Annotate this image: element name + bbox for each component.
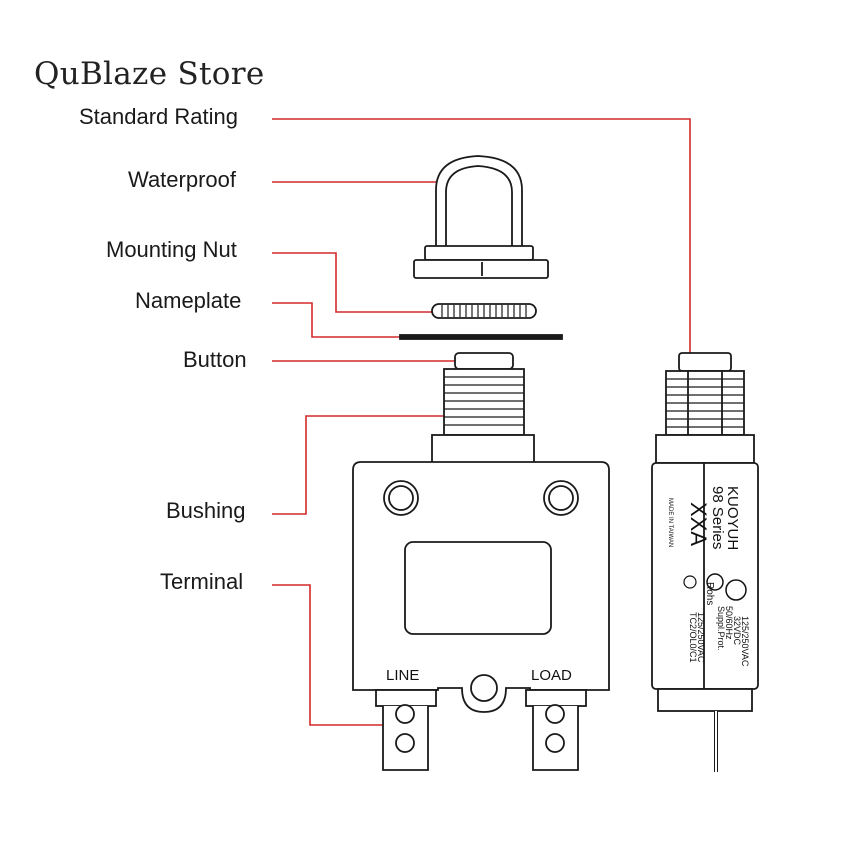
button-top <box>454 352 514 370</box>
ce-mark-icon <box>706 573 724 591</box>
side-spec-5: 125/250VAC <box>696 612 706 663</box>
side-spec-4: Suppl.Prot. <box>716 606 726 651</box>
front-view <box>352 155 610 771</box>
front-load-label: LOAD <box>531 667 572 684</box>
cap-base <box>413 259 549 279</box>
mounting-nut <box>431 303 537 319</box>
label-mounting-nut: Mounting Nut <box>106 237 237 262</box>
side-view <box>651 352 759 772</box>
side-spec-2: 32VDC <box>732 616 742 646</box>
terminal-line <box>375 689 437 771</box>
label-bushing: Bushing <box>166 498 246 523</box>
bushing <box>431 368 535 464</box>
side-bushing <box>655 370 755 464</box>
side-base <box>657 688 753 712</box>
side-made-in: MADE IN TAIWAN <box>667 498 673 547</box>
label-window <box>404 541 552 635</box>
leader-nameplate <box>272 302 404 338</box>
label-standard-rating: Standard Rating <box>79 104 238 129</box>
cap-collar <box>424 245 534 261</box>
waterproof-cap-inner <box>445 165 513 246</box>
side-brand: KUOYUH <box>724 486 741 550</box>
ul-mark-icon <box>683 575 697 589</box>
front-line-label: LINE <box>386 667 419 684</box>
label-terminal: Terminal <box>160 569 244 594</box>
leader-terminal <box>272 584 392 726</box>
label-nameplate: Nameplate <box>135 288 242 313</box>
side-spec-3: 50/60Hz <box>724 606 734 640</box>
side-rohs: Rohs <box>704 582 715 605</box>
side-rating: XXA <box>686 502 711 546</box>
side-spec-1: 125/250VAC <box>740 616 750 667</box>
leader-mounting-nut <box>272 252 436 313</box>
label-button: Button <box>183 347 247 372</box>
store-name: QuBlaze Store <box>34 56 265 92</box>
side-button <box>678 352 732 372</box>
center-screw <box>470 674 498 702</box>
cert-mark-icon <box>725 579 747 601</box>
label-waterproof: Waterproof <box>128 167 237 192</box>
leader-bushing <box>272 415 466 515</box>
terminal-load <box>525 689 587 771</box>
nameplate-plate <box>399 334 563 340</box>
side-spec-6: TC2/OL0/C1 <box>688 612 698 663</box>
side-series: 98 Series <box>709 486 726 549</box>
side-nameplate-text: KUOYUH 98 Series XXA MADE IN TAIWAN 125/… <box>667 486 750 667</box>
